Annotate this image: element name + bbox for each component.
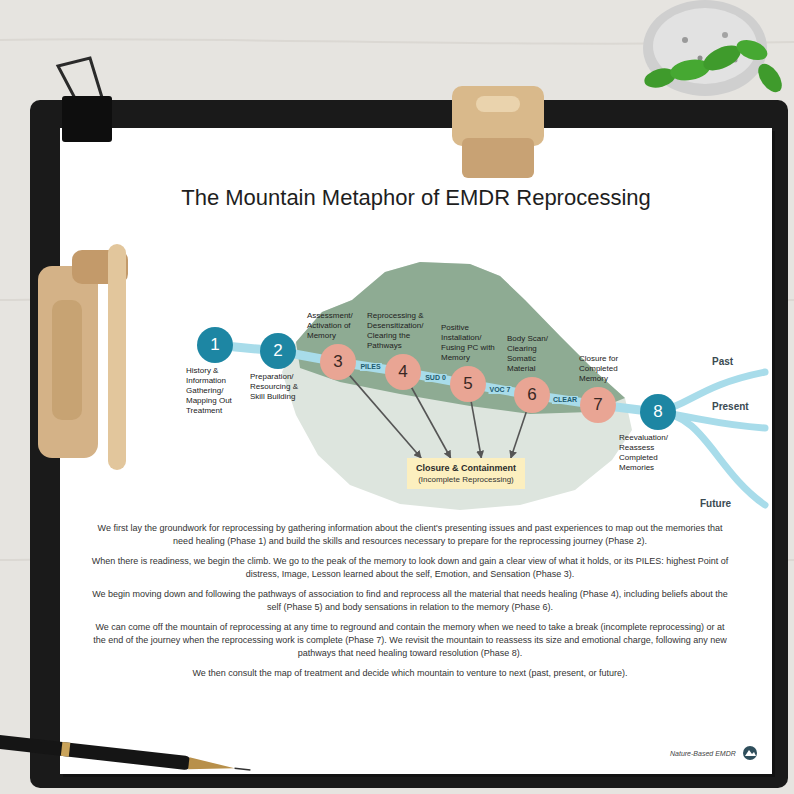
arrow-connector [412, 388, 451, 458]
top-clip [452, 86, 544, 146]
phase-number: 4 [385, 354, 421, 390]
body-paragraph: We begin moving down and following the p… [90, 588, 730, 614]
phase-number: 3 [320, 344, 356, 380]
cactus [753, 60, 786, 97]
pen-band [61, 742, 71, 757]
clipboard [30, 100, 788, 788]
binder-clip [62, 96, 112, 142]
logo [743, 746, 757, 760]
pen-body [0, 734, 192, 771]
phase-number: 5 [450, 366, 486, 402]
branch-label: Future [700, 498, 731, 510]
pen-tip [235, 768, 251, 770]
phase-number: 2 [260, 333, 296, 369]
phase-label: Preparation/ Resourcing & Skill Building [250, 372, 310, 402]
mountain-base [282, 262, 632, 510]
phase-circle: 3Assessment/ Activation of Memory [320, 344, 356, 380]
edge-label: VOC 7 [488, 386, 511, 394]
branch-label: Past [712, 356, 733, 368]
containment-box: Closure & Containment(Incomplete Reproce… [407, 458, 525, 489]
edge-label: CLEAR [552, 396, 578, 404]
phase-circle: 8Reevaluation/ Reassess Completed Memori… [640, 394, 676, 430]
pebble [722, 32, 728, 38]
phase-circle: 1History & Information Gathering/ Mappin… [197, 327, 233, 363]
pen-nib [188, 757, 235, 774]
side-clip [108, 244, 126, 470]
branch-label: Present [712, 401, 749, 413]
body-paragraph: We can come off the mountain of reproces… [90, 621, 730, 660]
phase-circle: 5Positive Installation/ Fusing PC with M… [450, 366, 486, 402]
phase-circle: 6Body Scan/ Clearing Somatic Material [514, 377, 550, 413]
phase-label: Reprocessing & Desensitization/ Clearing… [367, 311, 439, 351]
watermark: Nature-Based EMDR [670, 749, 736, 758]
phase-label: Body Scan/ Clearing Somatic Material [507, 334, 561, 374]
paper [60, 128, 772, 774]
box-note: (Incomplete Reprocessing) [416, 474, 516, 485]
phase-circle: 7Closure for Completed Memory [580, 387, 616, 423]
river-path [296, 354, 321, 359]
top-clip [476, 96, 520, 112]
edge-label: SUD 0 [424, 374, 447, 382]
arrow-connector [471, 402, 481, 458]
phase-number: 6 [514, 377, 550, 413]
phase-circle: 4Reprocessing & Desensitization/ Clearin… [385, 354, 421, 390]
phase-label: Reevaluation/ Reassess Completed Memorie… [619, 433, 681, 473]
body-paragraph: We first lay the groundwork for reproces… [90, 522, 730, 548]
phase-circle: 2Preparation/ Resourcing & Skill Buildin… [260, 333, 296, 369]
river-path [616, 407, 640, 410]
logo-mountain [745, 750, 756, 756]
phase-label: Assessment/ Activation of Memory [307, 311, 363, 341]
body-paragraph: When there is readiness, we begin the cl… [90, 555, 730, 581]
top-clip [462, 138, 534, 178]
diagram-title: The Mountain Metaphor of EMDR Reprocessi… [60, 184, 772, 212]
edge-label: PILES [359, 363, 381, 371]
river-path [233, 347, 260, 350]
cactus [734, 36, 770, 64]
arrow-connector [511, 412, 526, 458]
phase-label: History & Information Gathering/ Mapping… [186, 366, 240, 416]
phase-label: Positive Installation/ Fusing PC with Me… [441, 323, 499, 363]
river-branch [658, 412, 765, 505]
pen [0, 734, 251, 777]
body-paragraph: We then consult the map of treatment and… [90, 667, 730, 680]
side-clip [38, 266, 98, 458]
phase-number: 1 [197, 327, 233, 363]
mountain-peak [296, 262, 625, 414]
side-clip [52, 300, 82, 420]
phase-number: 8 [640, 394, 676, 430]
phase-number: 7 [580, 387, 616, 423]
paragraphs: We first lay the groundwork for reproces… [90, 522, 730, 687]
phase-label: Closure for Completed Memory [579, 354, 633, 384]
pebble [682, 37, 688, 43]
box-heading: Closure & Containment [416, 462, 516, 474]
